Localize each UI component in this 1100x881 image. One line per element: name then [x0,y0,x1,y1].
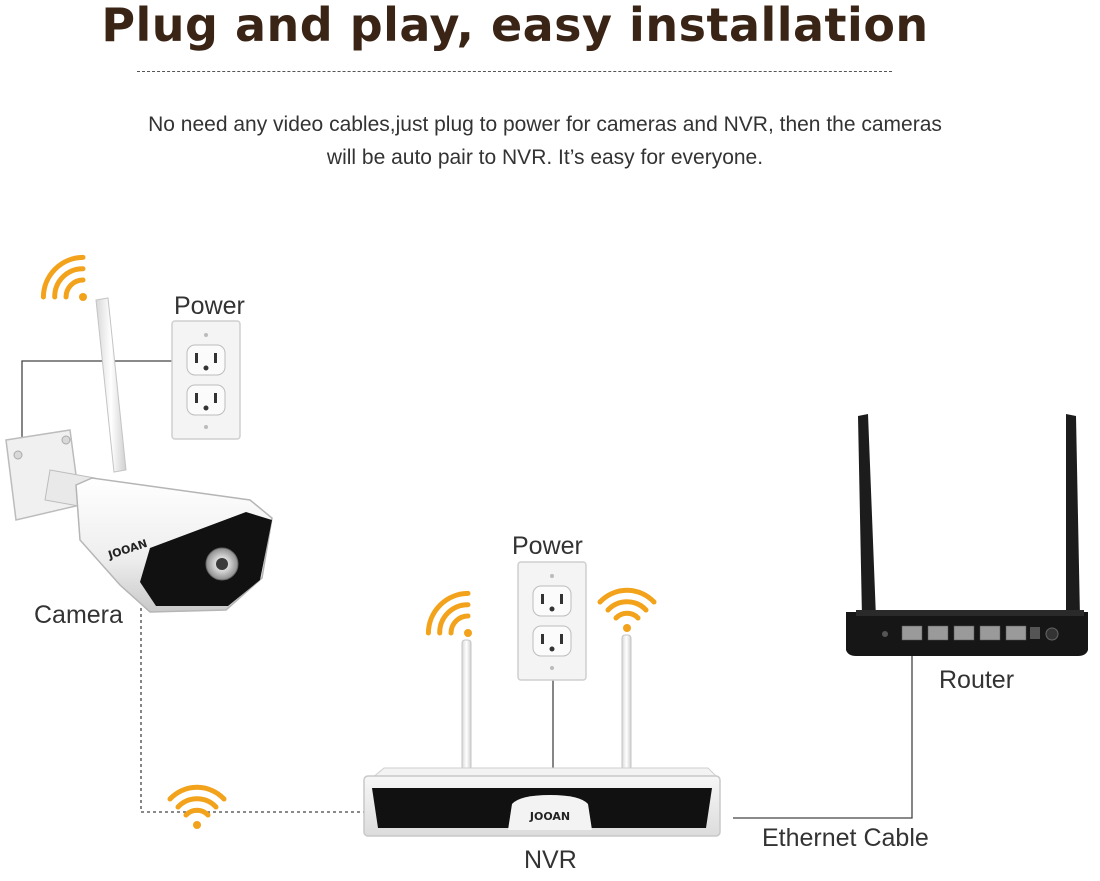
nvr-label: NVR [524,846,577,874]
camera-label: Camera [34,601,123,629]
description-line-2: will be auto pair to NVR. It’s easy for … [326,146,764,169]
camera-power-cable [21,360,173,448]
camera-power-label: Power [174,292,245,320]
page-title: Plug and play, easy installation [101,0,929,52]
router-device [846,414,1088,656]
wireless-link-dashed [140,608,365,813]
wifi-signal-icon [597,587,657,632]
ethernet-cable [733,646,913,819]
router-label: Router [939,666,1015,694]
wifi-signal-icon [425,590,472,637]
title-divider [137,71,892,72]
description-line-1: No need any video cables,just plug to po… [148,113,942,136]
power-outlet-icon [171,320,241,440]
connection-lines [21,360,913,819]
camera-device: JOOAN [5,297,273,613]
ethernet-cable-label: Ethernet Cable [762,824,929,852]
nvr-power-label: Power [512,532,583,560]
wifi-signal-icon [167,784,227,829]
wifi-signal-icon [40,254,87,301]
nvr-device: JOOAN [363,634,721,837]
power-outlet-icon [517,561,587,681]
nvr-brand-logo: JOOAN [529,810,570,823]
